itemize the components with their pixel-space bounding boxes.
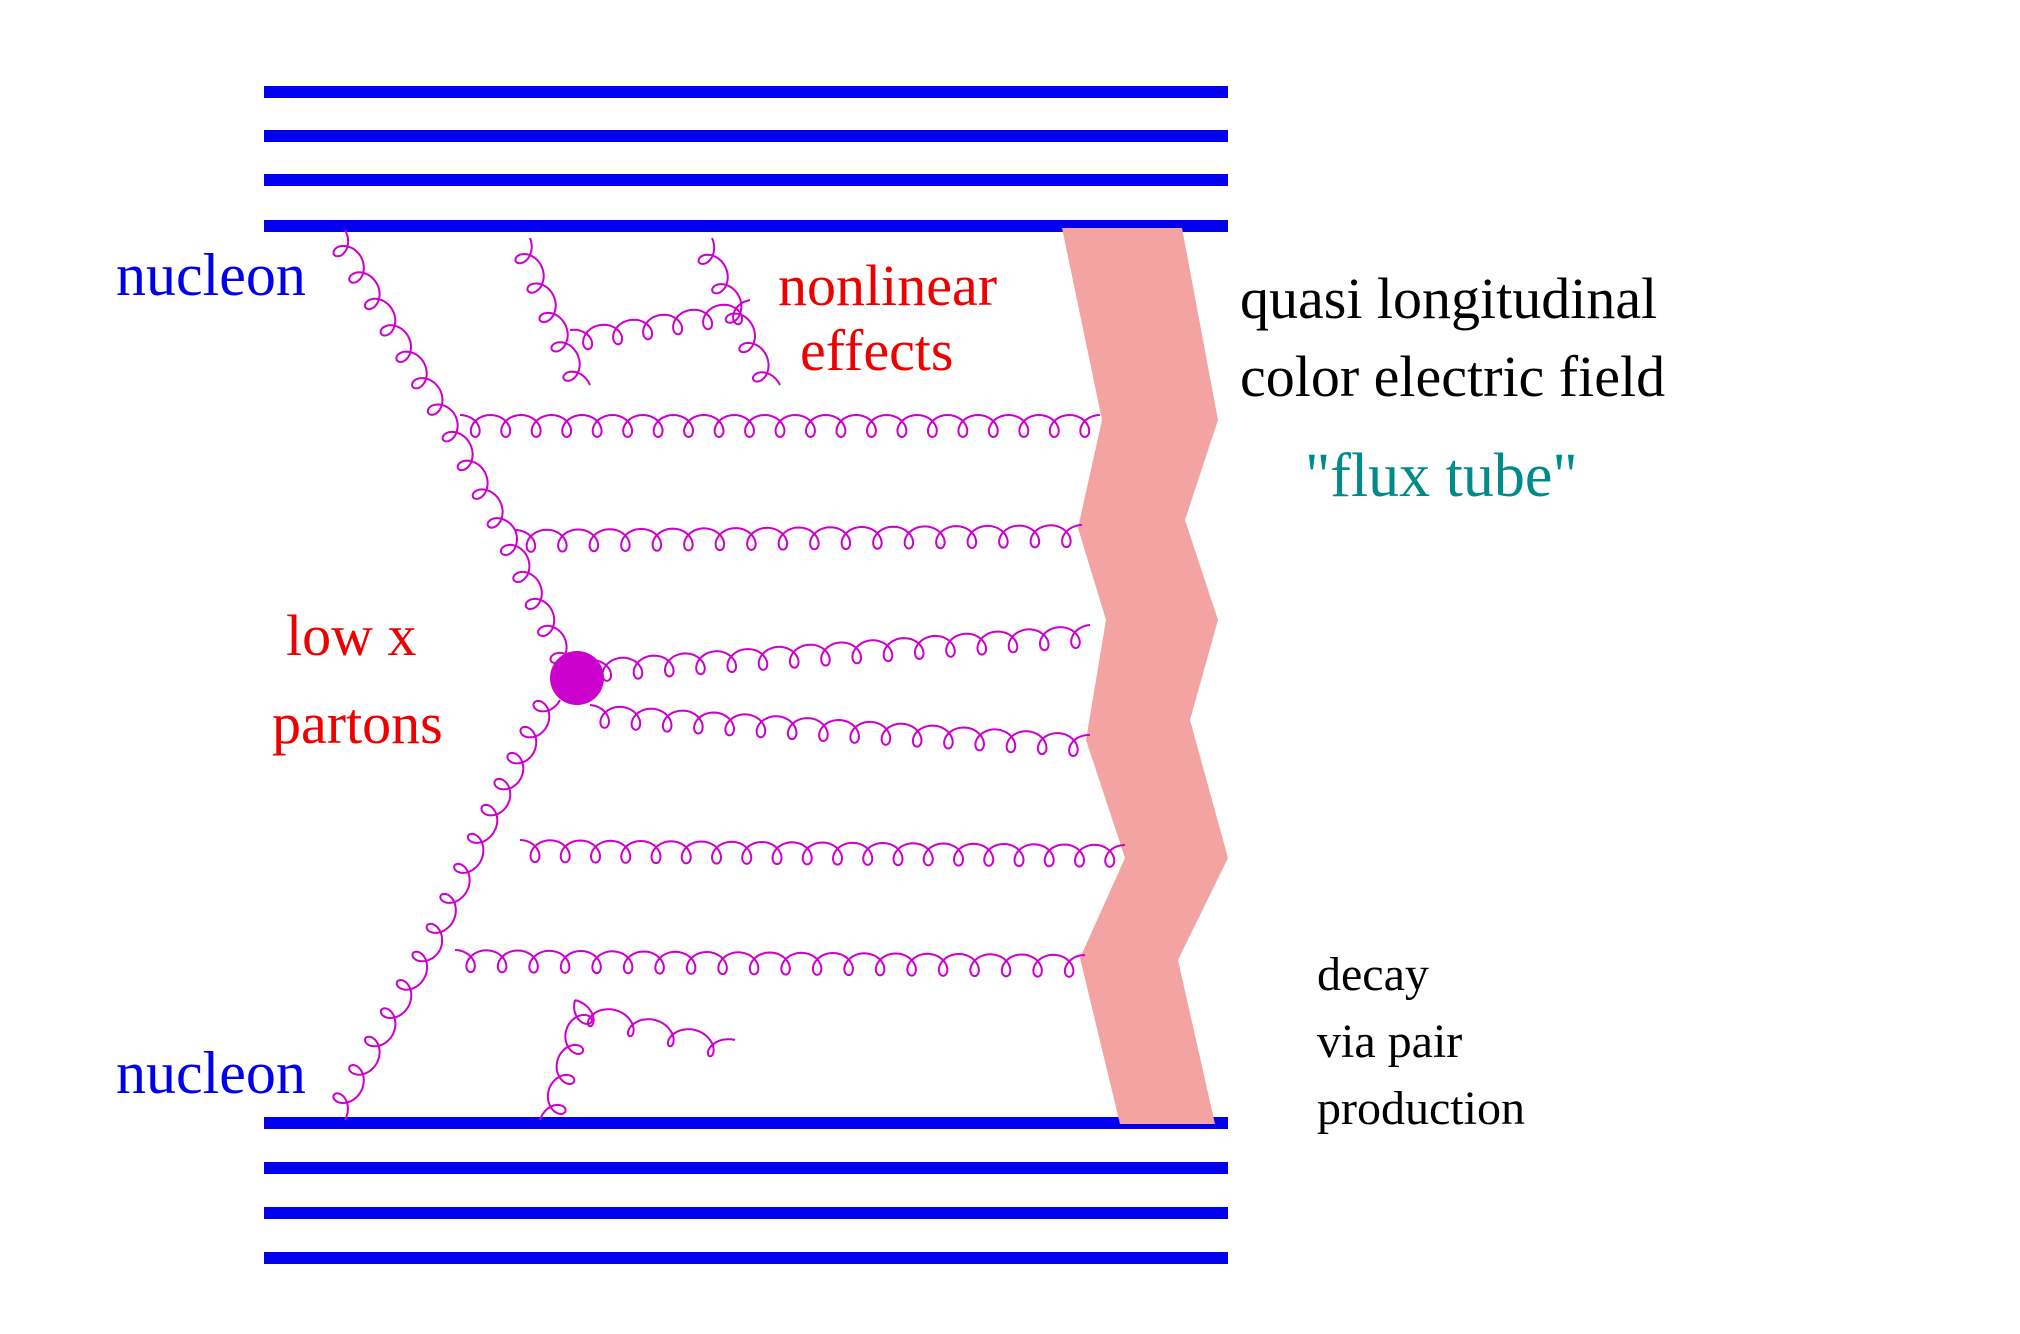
nucleon-lines-bottom — [264, 1117, 1228, 1264]
nucleon-label-top: nucleon — [116, 242, 306, 308]
decay-label-line2: via pair — [1317, 1015, 1462, 1068]
nucleon-line — [264, 130, 1228, 142]
field-label-line2: color electric field — [1240, 344, 1665, 409]
nonlinear-effects-label-line2: effects — [800, 318, 954, 383]
nucleon-line — [264, 174, 1228, 186]
nucleon-lines-top — [264, 86, 1228, 232]
gluon-line — [332, 229, 456, 416]
nucleon-line — [264, 1162, 1228, 1174]
gluon-lines — [332, 229, 1126, 1121]
gluon-line — [589, 704, 1091, 758]
nonlinear-effects-label-line1: nonlinear — [778, 253, 997, 318]
decay-label-line3: production — [1317, 1082, 1525, 1135]
gluon-line — [519, 839, 1126, 868]
gluon-line — [480, 699, 561, 831]
interaction-vertex — [550, 651, 604, 705]
gluon-line — [459, 413, 1101, 439]
gluon-line — [569, 299, 751, 351]
gluon-line — [454, 949, 1086, 978]
gluon-line — [514, 524, 1083, 553]
flux-tube — [1062, 228, 1228, 1124]
flux-tube-label: "flux tube" — [1305, 442, 1578, 510]
gluon-line — [574, 999, 736, 1058]
gluon-line — [590, 624, 1091, 682]
nucleon-label-bottom: nucleon — [116, 1040, 306, 1106]
nucleon-line — [264, 220, 1228, 232]
nucleon-line — [264, 1252, 1228, 1264]
gluon-line — [514, 237, 591, 386]
gluon-line — [425, 829, 496, 951]
gluon-line — [332, 949, 441, 1121]
low-x-label-line1: low x — [286, 603, 417, 668]
decay-label-line1: decay — [1317, 948, 1429, 1001]
nucleon-line — [264, 1117, 1228, 1129]
partons-label-line2: partons — [272, 691, 443, 756]
nucleon-line — [264, 1207, 1228, 1219]
field-label-line1: quasi longitudinal — [1240, 266, 1657, 331]
gluon-line — [441, 414, 516, 531]
gluon-line — [539, 999, 593, 1121]
nucleon-line — [264, 86, 1228, 98]
gluon-line — [499, 529, 578, 666]
gluon-line — [697, 237, 781, 386]
